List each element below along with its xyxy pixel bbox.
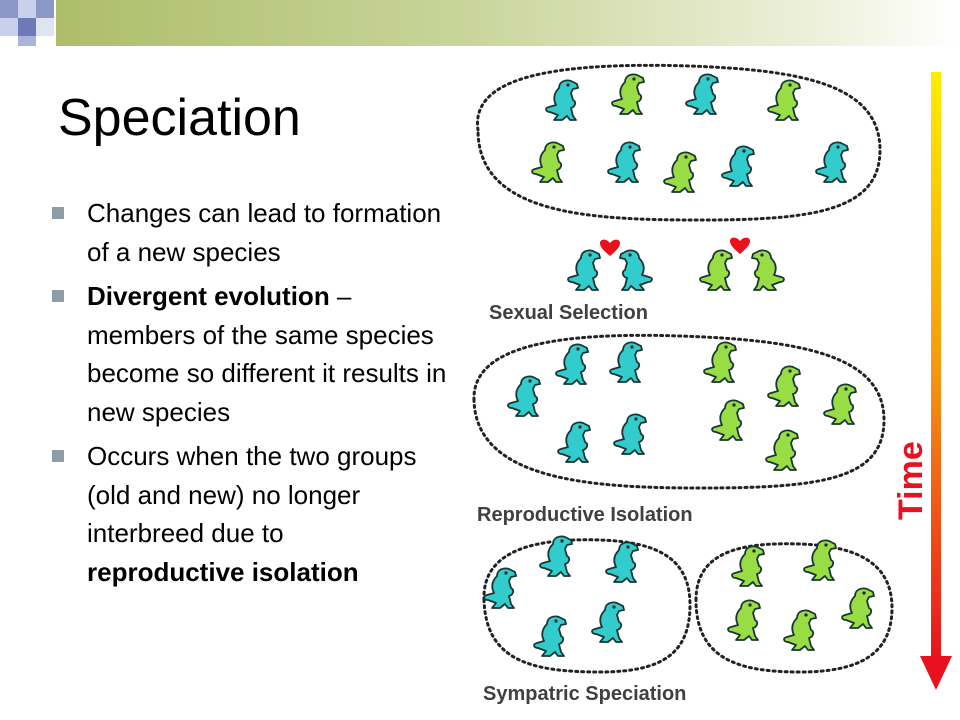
decor-square — [36, 18, 54, 36]
header-decoration — [0, 0, 960, 46]
population-boundary — [472, 333, 886, 490]
decor-square — [0, 18, 18, 36]
bullet-item: Changes can lead to formation of a new s… — [48, 194, 448, 271]
bullet-text: Changes can lead to formation of a new s… — [87, 198, 442, 267]
square-bullet-icon — [52, 450, 64, 462]
bullet-item: Divergent evolution – members of the sam… — [48, 277, 448, 431]
decor-square — [18, 0, 36, 18]
square-bullet-icon — [52, 207, 64, 219]
sympatric-speciation-label: Sympatric Speciation — [483, 683, 686, 705]
population-boundary — [476, 63, 882, 222]
decor-square — [0, 0, 18, 18]
bullet-term: reproductive isolation — [87, 556, 359, 587]
slide-title: Speciation — [58, 89, 301, 147]
sexual-selection-label: Sexual Selection — [489, 302, 648, 324]
population-boundary — [694, 542, 894, 674]
dinosaur-icon-group — [483, 535, 875, 657]
header-gradient-bar — [56, 0, 960, 46]
time-label: Time — [892, 441, 930, 520]
bullet-text: – members of the same species become so … — [87, 281, 447, 427]
bullet-text: Occurs when the two groups (old and new)… — [87, 441, 417, 548]
bullet-item: Occurs when the two groups (old and new)… — [48, 437, 448, 591]
reproductive-isolation-label: Reproductive Isolation — [477, 504, 693, 526]
decor-square — [18, 18, 36, 36]
decor-square — [18, 36, 36, 46]
decor-square — [36, 0, 54, 18]
time-arrow-icon — [920, 72, 952, 690]
population-boundary — [482, 538, 692, 674]
square-bullet-icon — [52, 290, 64, 302]
dinosaur-icon-group — [507, 341, 857, 471]
bullet-list: Changes can lead to formation of a new s… — [48, 194, 448, 597]
mating-pairs — [567, 237, 785, 291]
bullet-term: Divergent evolution — [87, 281, 330, 311]
dinosaur-icon-group — [531, 73, 849, 193]
